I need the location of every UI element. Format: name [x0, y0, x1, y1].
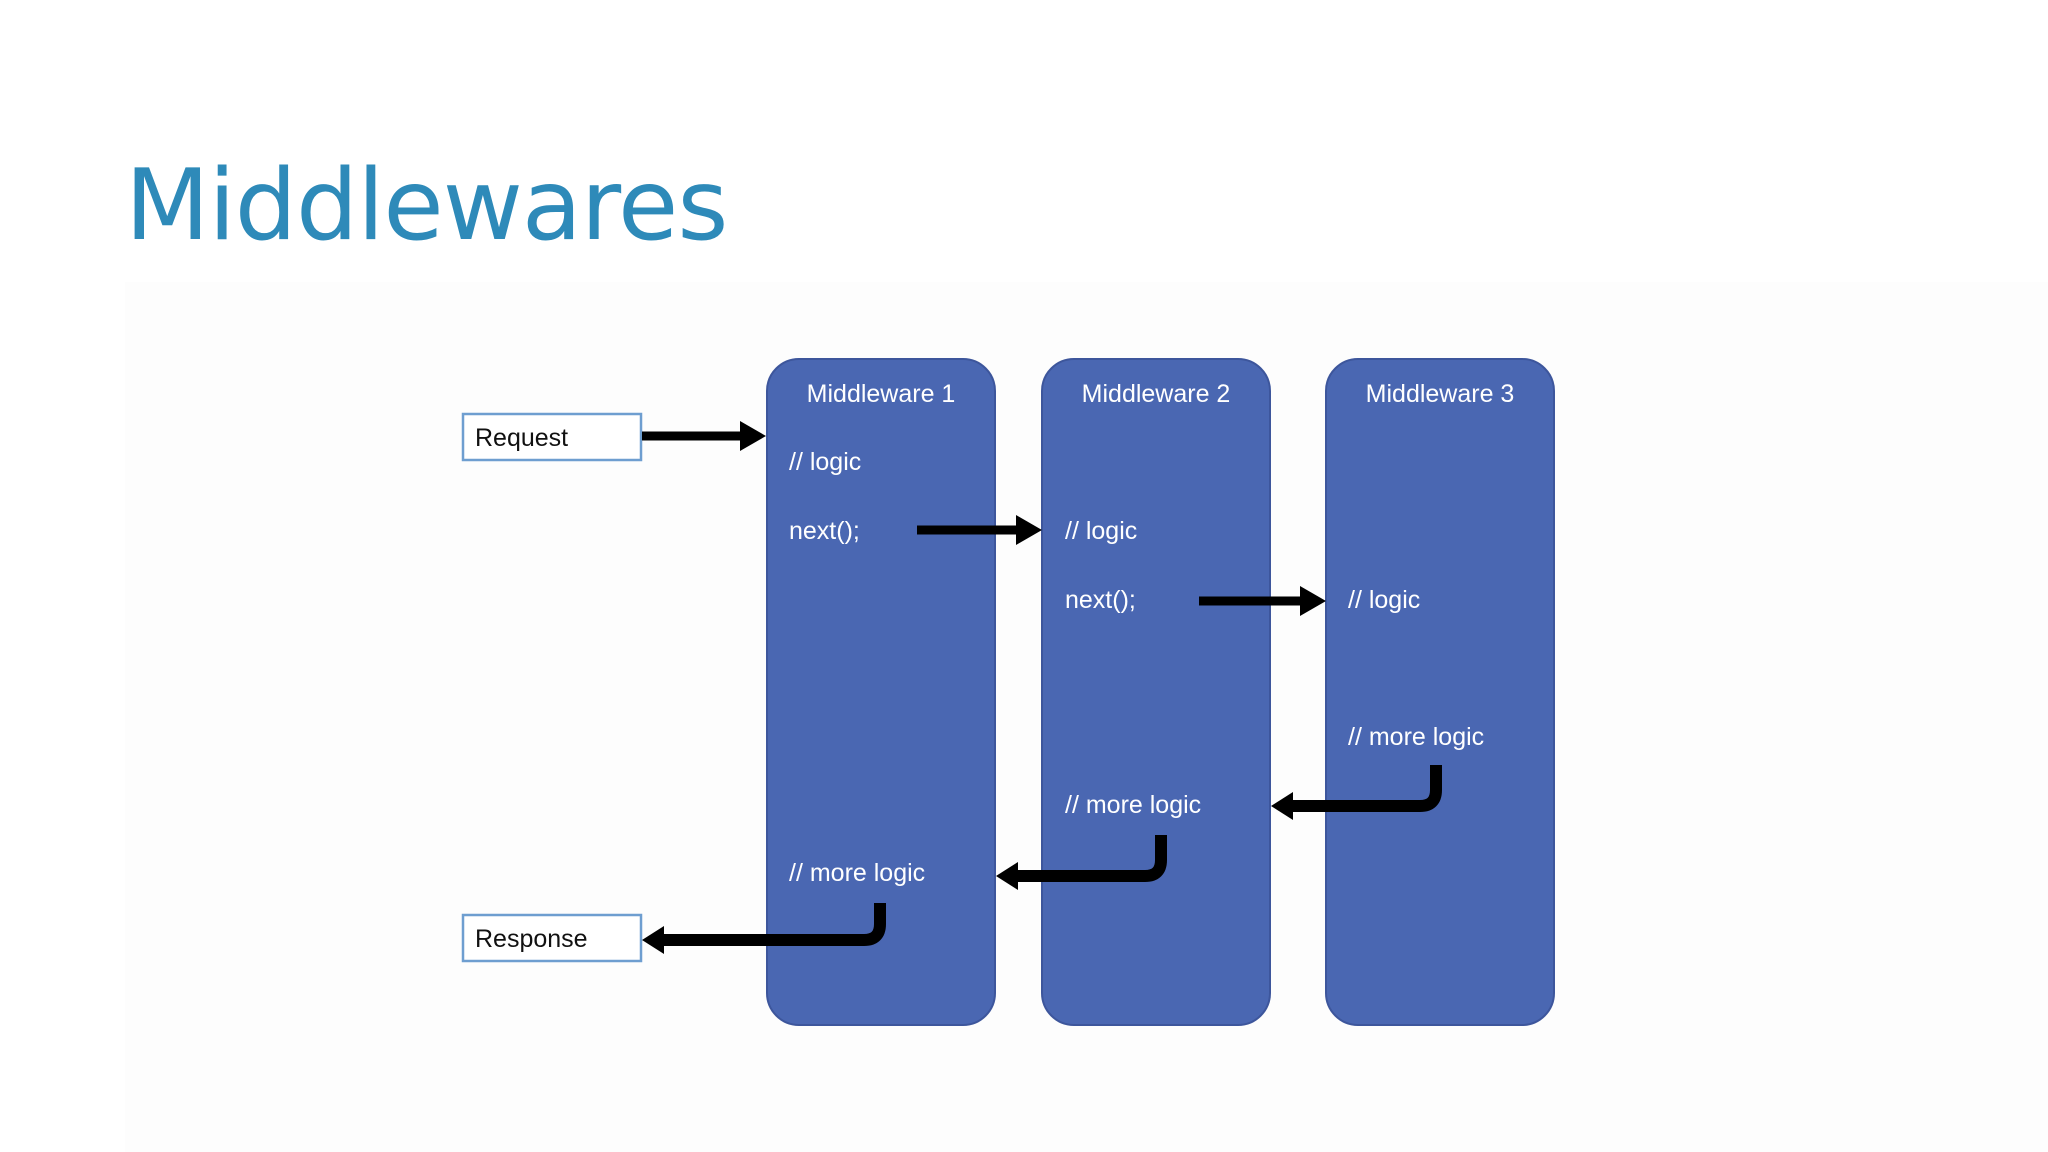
- middleware-3-title: Middleware 3: [1366, 380, 1515, 408]
- middleware-3-box: [1325, 358, 1555, 1026]
- middleware-2-next: next();: [1065, 586, 1136, 614]
- request-box: [461, 412, 643, 462]
- response-label: Response: [475, 925, 588, 953]
- middleware-3-more-logic: // more logic: [1348, 723, 1484, 751]
- slide-title: Middlewares: [125, 149, 728, 263]
- middleware-1-next: next();: [789, 517, 860, 545]
- middleware-2-title: Middleware 2: [1082, 380, 1231, 408]
- middleware-2-box: [1041, 358, 1271, 1026]
- middleware-3-logic: // logic: [1348, 586, 1420, 614]
- request-to-middleware-1-arrow: [642, 421, 766, 451]
- request-label: Request: [475, 424, 568, 452]
- middleware-2-more-logic: // more logic: [1065, 791, 1201, 819]
- middleware-1-more-logic: // more logic: [789, 859, 925, 887]
- middleware-1-to-response-return-arrow: [642, 903, 886, 954]
- middleware-3-to-middleware-2-return-arrow: [1271, 765, 1442, 820]
- middleware-2-logic: // logic: [1065, 517, 1137, 545]
- middleware-2-to-middleware-1-return-arrow: [996, 835, 1167, 890]
- middleware-1-to-middleware-2-arrow: [917, 515, 1042, 545]
- middleware-1-logic: // logic: [789, 448, 861, 476]
- response-box: [461, 913, 643, 963]
- middleware-2-to-middleware-3-arrow: [1199, 586, 1326, 616]
- middleware-1-title: Middleware 1: [807, 380, 956, 408]
